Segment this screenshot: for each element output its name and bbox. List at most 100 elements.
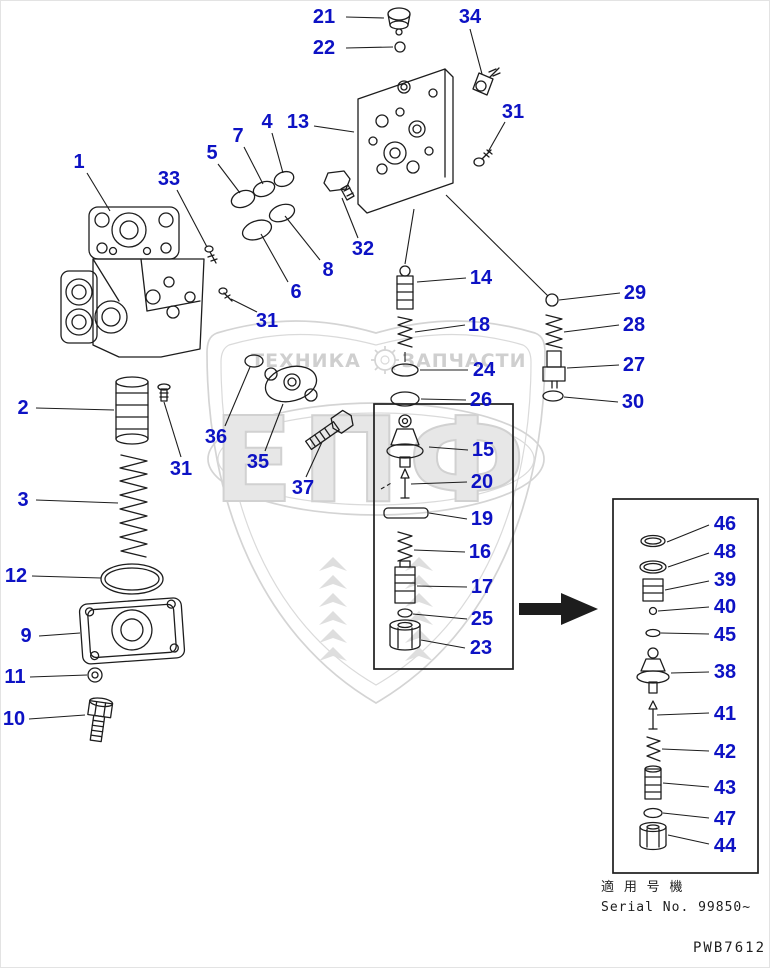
part-28-spring <box>545 314 563 349</box>
part-label-31: 31 <box>501 101 525 123</box>
part-47-oring <box>643 807 663 819</box>
part-42-spring <box>646 736 661 762</box>
part-label-48: 48 <box>713 541 737 563</box>
part-3-spring <box>119 454 148 558</box>
part-label-33: 33 <box>157 168 181 190</box>
part-label-4: 4 <box>261 111 273 133</box>
part-label-44: 44 <box>713 835 737 857</box>
part-label-14: 14 <box>469 267 493 289</box>
part-9-end-cap <box>78 597 186 665</box>
part-label-32: 32 <box>351 238 375 260</box>
part-label-20: 20 <box>470 471 494 493</box>
part-34-fitting <box>472 67 501 96</box>
watermark-text-left: ТЕХНИКА <box>251 350 361 372</box>
part-45-oring <box>645 628 661 638</box>
part-16-spring <box>397 531 413 562</box>
part-25-oring <box>397 608 413 618</box>
part-label-39: 39 <box>713 569 737 591</box>
part-label-21: 21 <box>312 6 336 28</box>
part-37-bolt <box>305 409 354 451</box>
part-label-19: 19 <box>470 508 494 530</box>
part-label-10: 10 <box>2 708 26 730</box>
part-32-bolt <box>323 170 355 201</box>
part-label-25: 25 <box>470 608 494 630</box>
part-30-oring <box>542 390 564 402</box>
part-label-26: 26 <box>469 389 493 411</box>
detail-arrow-icon <box>519 593 598 625</box>
part-14-valve <box>396 265 414 310</box>
part-23-nut <box>389 619 421 651</box>
watermark-wheat-left <box>319 557 347 661</box>
part-label-29: 29 <box>623 282 647 304</box>
part-12-oring <box>100 563 164 595</box>
part-label-2: 2 <box>17 397 29 419</box>
part-29-ball <box>545 293 559 307</box>
center-detail-box <box>373 403 514 670</box>
part-19-plate <box>383 507 429 519</box>
part-label-47: 47 <box>713 808 737 830</box>
part-44-nut <box>639 821 667 851</box>
watermark-shield: ТЕХНИКА ЗАПЧАСТИ ЕПФ <box>206 320 546 704</box>
applicable-machine-label: 適 用 号 機 <box>601 880 684 895</box>
drawing-code: PWB7612 <box>693 940 767 956</box>
part-label-24: 24 <box>472 359 496 381</box>
gear-icon <box>371 346 399 374</box>
part-label-6: 6 <box>290 281 302 303</box>
part-label-23: 23 <box>469 637 493 659</box>
part-46-oring <box>640 534 666 548</box>
part-label-30: 30 <box>621 391 645 413</box>
part-label-43: 43 <box>713 777 737 799</box>
part-31-screw-top <box>473 149 493 167</box>
watermark-big-text: ЕПФ <box>213 391 533 529</box>
serial-number-label: Serial No. 99850~ <box>601 900 752 915</box>
part-1-pump-body <box>60 206 205 358</box>
part-31-screw-body <box>218 287 233 302</box>
part-41-pin <box>648 700 658 730</box>
part-label-27: 27 <box>622 354 646 376</box>
part-18-spring <box>397 316 413 348</box>
part-label-35: 35 <box>246 451 270 473</box>
part-31-screw-lower <box>157 383 171 402</box>
part-label-31: 31 <box>169 458 193 480</box>
part-label-46: 46 <box>713 513 737 535</box>
part-48-oring <box>639 560 667 574</box>
part-36-oring <box>244 354 264 368</box>
part-22-oring <box>394 41 406 53</box>
watermark-text-right: ЗАПЧАСТИ <box>402 350 527 372</box>
part-24-oring <box>391 363 419 377</box>
part-4-5-6-7-8-orings <box>230 170 296 241</box>
part-label-11: 11 <box>4 666 26 688</box>
part-21-plug <box>387 7 411 36</box>
footer-serial-block: 適 用 号 機 Serial No. 99850~ <box>601 878 751 918</box>
part-label-40: 40 <box>713 596 737 618</box>
part-43-spool <box>644 765 662 800</box>
part-label-13: 13 <box>286 111 310 133</box>
part-40-ball <box>648 606 658 616</box>
part-label-38: 38 <box>713 661 737 683</box>
right-detail-box <box>612 498 759 874</box>
part-33-screw <box>204 245 218 264</box>
part-38-valve-assembly <box>636 647 670 694</box>
part-10-bolt <box>87 697 114 743</box>
part-label-5: 5 <box>206 142 218 164</box>
part-27-valve <box>542 350 566 389</box>
part-label-3: 3 <box>17 489 29 511</box>
part-label-31: 31 <box>255 310 279 332</box>
part-2-spool <box>115 376 149 445</box>
part-label-8: 8 <box>322 259 334 281</box>
part-label-42: 42 <box>713 741 737 763</box>
part-35-seat <box>264 365 318 403</box>
part-26-oring <box>390 391 420 407</box>
part-label-41: 41 <box>713 703 737 725</box>
part-label-12: 12 <box>4 565 28 587</box>
part-label-15: 15 <box>471 439 495 461</box>
part-20-pin <box>400 468 410 499</box>
part-label-7: 7 <box>232 125 244 147</box>
part-label-45: 45 <box>713 624 737 646</box>
part-13-cover-plate <box>357 68 454 214</box>
part-label-1: 1 <box>73 151 85 173</box>
leader-lines <box>28 16 710 845</box>
